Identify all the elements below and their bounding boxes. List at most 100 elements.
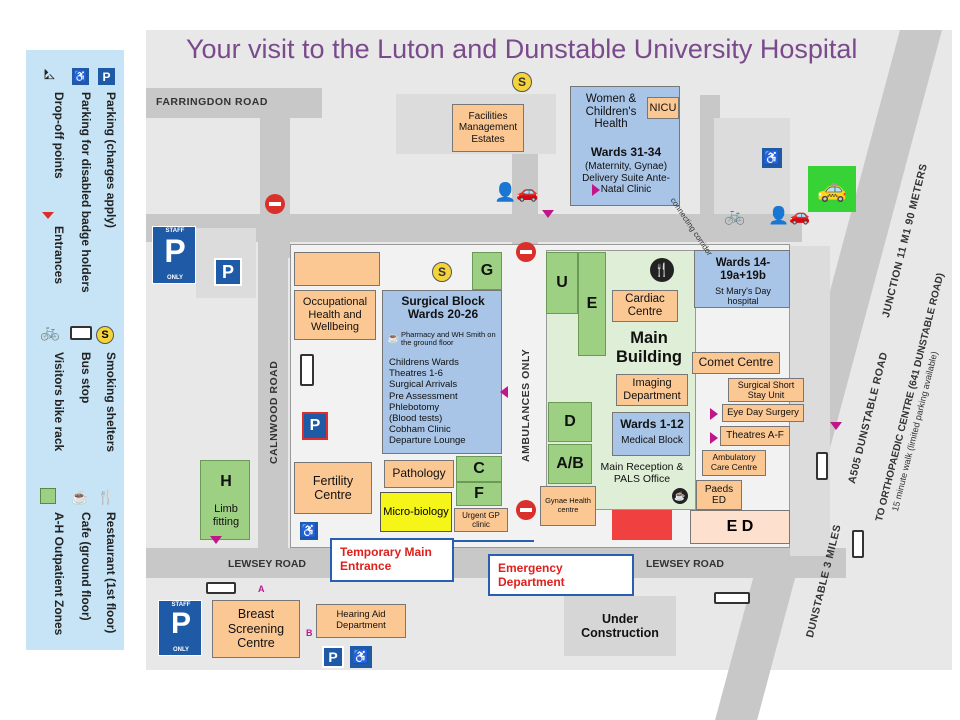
surgical-list-item: Departure Lounge [389, 435, 466, 447]
paeds-ed: Paeds ED [696, 480, 742, 510]
fertility-centre: Fertility Centre [294, 462, 372, 514]
wards-14-19: Wards 14-19a+19b St Mary's Day hospital [694, 250, 790, 308]
legend-bus-label: Bus stop [79, 352, 93, 404]
zone-e: E [578, 252, 606, 356]
temp-route-line [454, 540, 534, 542]
theatres-af: Theatres A-F [720, 426, 790, 446]
zone-ab: A/B [548, 444, 592, 484]
staff-parking-north: STAFF P ONLY [152, 226, 196, 284]
no-entry-icon [265, 194, 285, 214]
entrance-triangle-icon [710, 432, 718, 444]
gynae-health-centre: Gynae Health centre [540, 486, 596, 526]
breast-screening: Breast Screening Centre [212, 600, 300, 658]
main-reception: Main Reception & PALS Office [600, 460, 684, 485]
empty-orange-block [294, 252, 380, 286]
eye-day-surgery: Eye Day Surgery [722, 404, 804, 422]
restaurant-icon: 🍴 [97, 488, 115, 505]
parking-icon: P [214, 258, 242, 286]
women-detail: (Maternity, Gynae) Delivery Suite Ante-N… [582, 161, 670, 195]
parking-icon: P [322, 646, 344, 668]
surgical-list-item: Surgical Arrivals [389, 379, 458, 391]
zone-f: F [456, 482, 502, 506]
cardiac-centre: Cardiac Centre [612, 290, 678, 322]
surgical-list-item: Childrens Wards [389, 357, 459, 368]
legend-cafe-label: Cafe (ground floor) [79, 512, 93, 621]
legend-bike-label: Visitors bike rack [52, 352, 66, 452]
ambulatory-care: Ambulatory Care Centre [702, 450, 766, 476]
legend-smoking-label: Smoking shelters [104, 352, 118, 453]
nicu-box: NICU [647, 97, 679, 119]
bus-stop-icon [714, 592, 750, 604]
women-childrens-health: Women & Children's Health NICU Wards 31-… [570, 86, 680, 206]
entrance-triangle-icon [210, 536, 222, 544]
zone-g: G [472, 252, 502, 290]
ed-construction-area [612, 510, 672, 540]
cafe-icon: ☕ [387, 333, 400, 344]
farringdon-road [146, 88, 322, 118]
entrance-triangle-icon [542, 210, 554, 218]
legend-parking-label: Parking (charges apply) [104, 92, 118, 229]
farringdon-road-label: FARRINGDON ROAD [156, 96, 268, 108]
temporary-entrance-callout: Temporary Main Entrance [330, 538, 454, 582]
parking-icon: P [302, 412, 328, 440]
surgical-list: Childrens Wards Theatres 1-6 Surgical Ar… [389, 357, 499, 447]
surgical-list-item: Pre Assessment [389, 390, 458, 402]
cafe-icon: ☕ [672, 488, 688, 504]
page-title: Your visit to the Luton and Dunstable Un… [186, 34, 858, 64]
lewsey-road-label-right: LEWSEY ROAD [646, 558, 724, 570]
medical-block: Wards 1-12 Medical Block [612, 412, 690, 456]
hearing-aid: Hearing Aid Department [316, 604, 406, 638]
entrance-triangle-icon [830, 422, 842, 430]
legend-entrances-label: Entrances [52, 226, 66, 285]
occupational-health: Occupational Health and Wellbeing [294, 290, 376, 340]
bus-stop-icon [816, 452, 828, 480]
parking-icon: P [98, 68, 115, 85]
legend-dropoff-label: Drop-off points [52, 92, 66, 179]
facilities-building: Facilities Management Estates [452, 104, 524, 152]
zone-h-limb-fitting: H Limb fitting [200, 460, 250, 540]
no-entry-icon [516, 500, 536, 520]
surgical-list-item: Phlebotomy [389, 401, 440, 413]
disabled-parking-icon: ♿ [72, 68, 89, 85]
disabled-parking-icon: ♿ [350, 646, 372, 668]
medical-wards: Wards 1-12 [620, 417, 684, 431]
zone-c: C [456, 456, 502, 482]
lewsey-road-label-left: LEWSEY ROAD [228, 558, 306, 570]
only-label: ONLY [166, 275, 184, 281]
entrance-triangle-icon [592, 184, 600, 196]
entrance-triangle-icon [500, 386, 508, 398]
emergency-department-callout: Emergency Department [488, 554, 634, 596]
medical-sub: Medical Block [621, 435, 683, 446]
outpatient-zone-icon [40, 488, 56, 504]
smoking-shelter-icon: S [432, 262, 452, 282]
emergency-text: Emergency Department [498, 561, 565, 590]
under-construction: Under Construction [564, 596, 676, 656]
bus-stop-icon [206, 582, 236, 594]
pathology: Pathology [384, 460, 454, 488]
entrance-a-label: A [258, 584, 265, 594]
smoking-shelter-icon: S [96, 326, 114, 344]
zone-u: U [546, 252, 578, 314]
calnwood-north [260, 88, 290, 258]
urgent-gp: Urgent GP clinic [454, 508, 508, 532]
parking-letter: P [170, 607, 191, 640]
drop-off-icon: ⛡ [43, 65, 55, 83]
parking-letter: P [304, 414, 326, 438]
only-label: ONLY [172, 647, 190, 653]
staff-label: STAFF [165, 228, 185, 234]
parking-letter: P [164, 233, 186, 269]
limb-label: Limb fitting [212, 503, 240, 528]
surgical-list-item: Cobham Clinic [389, 424, 451, 436]
emergency-route-line [488, 554, 588, 556]
legend-restaurant-label: Restaurant (1st floor) [104, 512, 118, 634]
bike-rack-icon: 🚲 [724, 206, 746, 225]
drop-off-icon: 👤🚗 [768, 206, 811, 225]
staff-parking-south: STAFF P ONLY [158, 600, 202, 656]
stmarys-label: St Mary's Day hospital [715, 286, 771, 306]
surgical-block: Surgical Block Wards 20-26 Pharmacy and … [382, 290, 502, 454]
surgical-short-stay: Surgical Short Stay Unit [728, 378, 804, 402]
calnwood-road-label: CALNWOOD ROAD [268, 360, 280, 464]
no-entry-icon [516, 242, 536, 262]
taxi-icon: 🚕 [808, 166, 856, 212]
entrance-triangle-icon [42, 212, 54, 219]
